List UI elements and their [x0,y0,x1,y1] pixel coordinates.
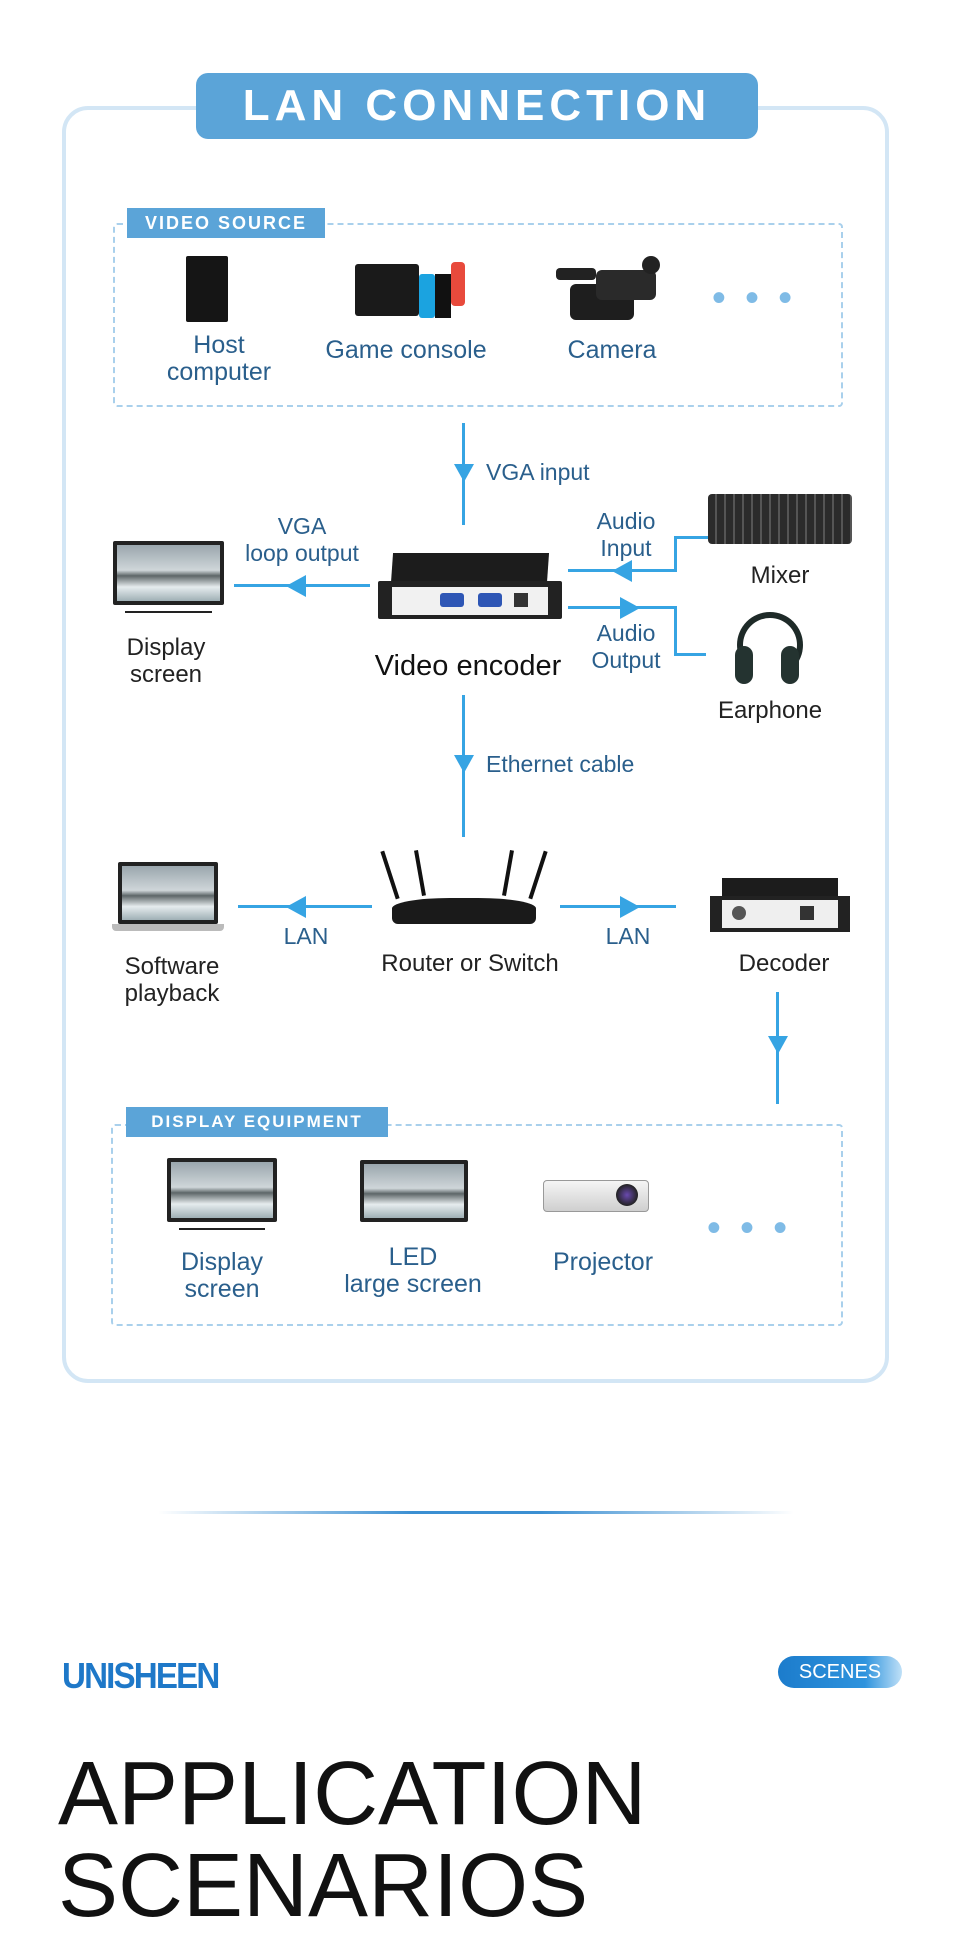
arrow-right-icon [620,597,640,619]
audio-output-line-bottom [674,653,706,656]
display-screen-icon [113,541,224,605]
game-console-label: Game console [325,336,487,364]
earphone-label: Earphone [717,697,823,724]
projector-label: Projector [552,1248,654,1276]
unisheen-logo: UNISHEEN [62,1655,220,1696]
more-displays-dots: • • • [706,1206,792,1250]
laptop-base [112,924,224,931]
lan-right-line [560,905,676,908]
video-encoder-icon [378,553,562,623]
arrow-left-icon [286,575,306,597]
video-source-box [113,223,843,407]
game-console-icon [355,262,465,318]
audio-output-line-v [674,606,677,656]
camera-label: Camera [567,336,657,364]
lan-right-label: LAN [605,923,651,949]
vga-input-label: VGA input [486,459,590,485]
mixer-label: Mixer [750,562,810,589]
camera-icon [556,256,664,322]
arrow-down-icon [454,464,474,482]
host-computer-icon [186,256,228,322]
arrow-left-icon [612,560,632,582]
mixer-icon [708,494,852,544]
router-icon [378,850,550,928]
earphone-icon [735,612,803,684]
display-screen-icon [167,1158,277,1222]
display-equipment-tag: DISPLAY EQUIPMENT [126,1107,388,1137]
decoder-label: Decoder [738,950,830,977]
lan-left-label: LAN [283,923,329,949]
video-source-tag: VIDEO SOURCE [127,208,325,238]
video-encoder-label: Video encoder [374,650,562,682]
display-equipment-box [111,1124,843,1326]
tv-stand [179,1222,265,1230]
arrow-down-icon [454,755,474,773]
audio-input-line-top [674,536,708,539]
section-divider [158,1511,794,1514]
ethernet-cable-label: Ethernet cable [486,751,635,777]
arrow-down-icon [768,1036,788,1054]
scenes-pill: SCENES [778,1656,902,1688]
tv-stand [125,605,212,613]
led-screen-icon [360,1160,468,1222]
audio-input-line-v [674,536,677,572]
lan-connection-banner: LAN CONNECTION [196,73,758,139]
router-label: Router or Switch [381,950,559,977]
more-sources-dots: • • • [711,276,797,320]
laptop-icon [118,862,218,924]
arrow-left-icon [286,896,306,918]
decoder-icon [710,878,850,934]
projector-icon [543,1180,649,1212]
arrow-right-icon [620,896,640,918]
